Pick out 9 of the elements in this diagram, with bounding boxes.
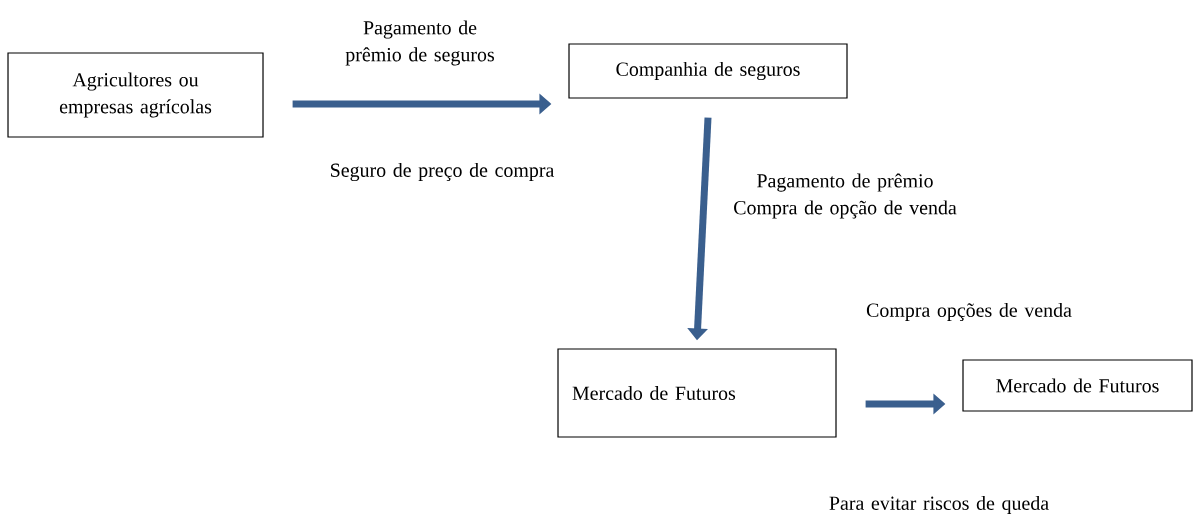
edge-label: Pagamento de prêmio de seguros	[345, 20, 494, 66]
edge-label: Pagamento de prêmio Compra de opção de venda	[734, 173, 957, 219]
note-text: Para evitar riscos de queda	[829, 495, 1049, 514]
process-box: Mercado de Futuros	[962, 359, 1193, 412]
note-text: Seguro de preço de compra	[331, 162, 555, 182]
edge-label: Compra opções de venda	[866, 302, 1072, 321]
process-box: Agricultores ou empresas agrícolas	[7, 52, 264, 138]
process-box: Mercado de Futuros	[557, 348, 837, 438]
process-box: Companhia de seguros	[568, 43, 848, 99]
